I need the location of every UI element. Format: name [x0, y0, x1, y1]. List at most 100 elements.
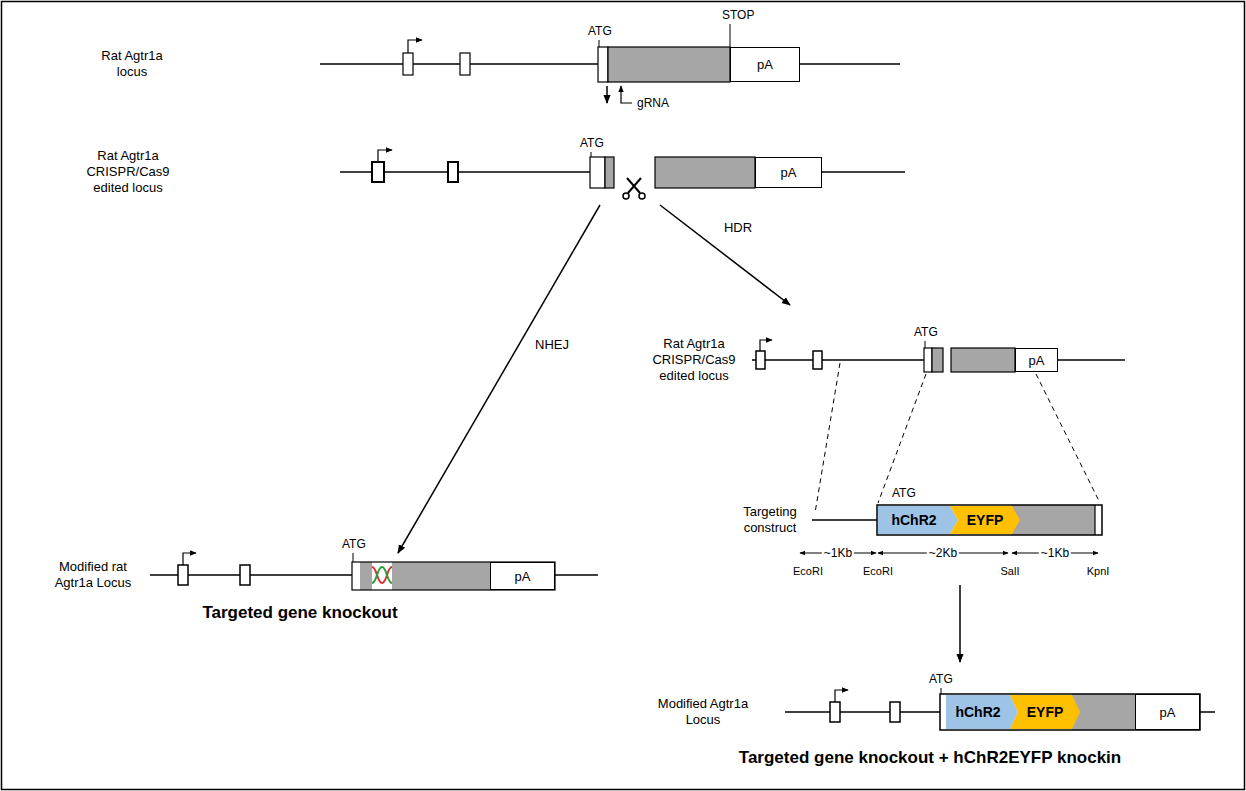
locus-label-slot: Rat Agtr1a CRISPR/Cas9 edited locus [72, 148, 184, 197]
locus-name: Rat Agtr1a CRISPR/Cas9 edited locus [72, 148, 184, 197]
restriction-site-label: KpnI [1087, 565, 1110, 578]
scissors-handle [623, 193, 629, 199]
utr-box [590, 157, 605, 188]
result-caption: Targeted gene knockout + hChR2EYFP knock… [739, 748, 1121, 768]
locus-band: Rat Agtr1a CRISPR/Cas9 edited locus pA [40, 103, 910, 205]
codon-label: ATG [588, 24, 612, 38]
homology-arm [812, 519, 877, 521]
codon-label: ATG [929, 672, 953, 686]
locus-name: Rat Agtr1a CRISPR/Cas9 edited locus [640, 336, 748, 385]
coding-exon [932, 348, 943, 372]
restriction-site-label: SalI [1001, 565, 1020, 578]
dna-line [1058, 359, 1125, 361]
exon-box [756, 351, 765, 369]
dna-line [320, 63, 598, 65]
process-arrow [398, 205, 600, 553]
segment-label: pA [757, 57, 773, 72]
dimension-label: ~1Kb [822, 546, 854, 560]
result-caption: Targeted gene knockout [202, 603, 397, 623]
pathway-label: HDR [722, 220, 754, 236]
coding-exon [605, 157, 614, 188]
exon-box [240, 565, 250, 585]
dna-line [752, 359, 924, 361]
codon-tick [353, 553, 354, 562]
pathway-label: NHEJ [533, 337, 571, 353]
promoter-arrow [835, 690, 848, 702]
exon-box [448, 162, 458, 182]
segment-fill [878, 506, 958, 534]
segment-label: EYFP [967, 512, 1004, 528]
process-arrow [959, 585, 961, 662]
locus-label-slot: Modified Agtr1a Locus [655, 696, 751, 729]
codon-tick [925, 341, 926, 348]
segment-label: pA [515, 569, 531, 584]
dna-line [1200, 711, 1215, 713]
exon-box [178, 565, 188, 585]
locus-band: Modified rat Agtr1a Locus pA [40, 553, 600, 597]
coding-exon [951, 348, 1015, 372]
restriction-site-label: EcoRI [863, 565, 893, 578]
locus-band: Rat Agtr1a locus pA [40, 10, 910, 86]
hchr2-segment: hChR2 [878, 506, 958, 534]
scissors-blade [628, 178, 641, 193]
construct-outline [877, 505, 1102, 535]
coding-exon [1012, 505, 1095, 535]
dna-line [822, 171, 905, 173]
codon-tick [599, 40, 600, 47]
segment-label: pA [781, 165, 797, 180]
locus-name: Targeting construct [732, 504, 808, 537]
polya-box: pA [1135, 694, 1200, 730]
segment-label: pA [1029, 353, 1045, 368]
scissors-handle [639, 193, 645, 199]
codon-label: ATG [580, 136, 604, 150]
dna-line [800, 63, 900, 65]
restriction-site-label: EcoRI [793, 565, 823, 578]
codon-label: ATG [342, 537, 366, 551]
locus-band: Rat Agtr1a CRISPR/Cas9 edited locus pA [635, 305, 1130, 395]
hchr2-segment: hChR2 [946, 695, 1018, 729]
polya-box: pA [1015, 348, 1058, 372]
segment-fill [946, 695, 1018, 729]
codon-label: ATG [914, 325, 938, 339]
locus-label-slot: Targeting construct [732, 504, 808, 537]
dna-line [785, 711, 940, 713]
locus-name: Rat Agtr1a locus [92, 48, 172, 81]
codon-tick [591, 152, 592, 157]
scissors-blade [627, 178, 640, 193]
codon-tick [941, 688, 942, 694]
utr-box [598, 47, 608, 82]
exon-box [813, 351, 822, 369]
segment-label: hChR2 [955, 704, 1000, 720]
repair-helix [372, 567, 392, 583]
homology-guide [815, 363, 840, 513]
locus-band: Targeting construct hChR2 EYFP [728, 498, 1112, 585]
eyfp-segment: EYFP [950, 506, 1020, 534]
homology-guide [1036, 374, 1100, 503]
locus-name: Modified rat Agtr1a Locus [44, 559, 142, 592]
coding-exon [360, 562, 372, 590]
grna-leader [621, 86, 632, 103]
exon-outline [352, 562, 555, 590]
promoter-arrow [408, 40, 422, 53]
locus-name: Modified Agtr1a Locus [655, 696, 751, 729]
coding-exon [392, 562, 490, 590]
utr-box [940, 694, 946, 730]
process-arrow [660, 205, 790, 305]
exon-box [890, 702, 900, 722]
promoter-arrow [378, 150, 392, 162]
homology-guide [878, 374, 926, 503]
utr-box [1095, 505, 1102, 535]
coding-exon [1072, 694, 1135, 730]
exon-box [460, 53, 470, 75]
guide-rna-label: gRNA [637, 96, 669, 110]
segment-fill [1010, 695, 1080, 729]
locus-label-slot: Rat Agtr1a locus [92, 48, 172, 81]
repair-helix [372, 567, 392, 583]
polya-box: pA [755, 157, 822, 188]
exon-outline [940, 694, 1200, 730]
dimension-label: ~1Kb [1039, 546, 1071, 560]
